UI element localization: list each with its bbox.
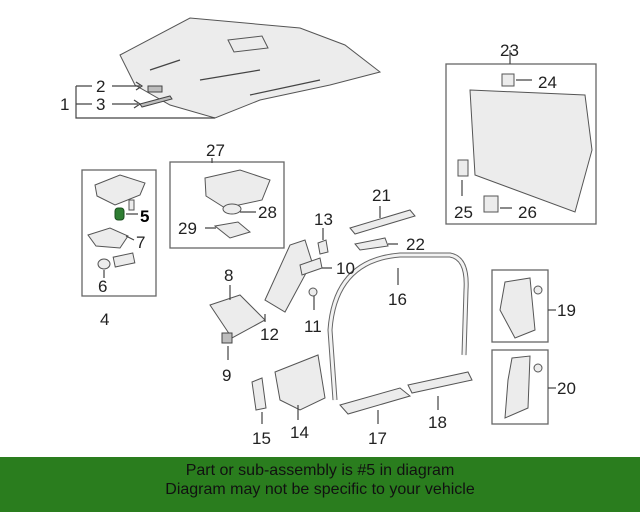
roof-rail-parts: [349, 209, 416, 251]
callout-25[interactable]: 25: [454, 203, 473, 222]
map-lamp-parts: [204, 169, 271, 239]
callout-19[interactable]: 19: [557, 301, 576, 320]
callout-15[interactable]: 15: [252, 429, 271, 448]
scuff-plate-parts: [339, 371, 473, 415]
callout-20[interactable]: 20: [557, 379, 576, 398]
callout-8[interactable]: 8: [224, 266, 233, 285]
callout-11[interactable]: 11: [304, 317, 322, 336]
banner-line-2: Diagram may not be specific to your vehi…: [165, 481, 475, 498]
callout-3[interactable]: 3: [96, 95, 105, 114]
group-box-4: [81, 169, 157, 297]
group-box-23: [445, 63, 597, 225]
callout-7[interactable]: 7: [136, 233, 145, 252]
callout-1[interactable]: 1: [60, 95, 69, 114]
callout-13[interactable]: 13: [314, 210, 333, 229]
group-box-19: [491, 269, 549, 343]
callout-17[interactable]: 17: [368, 429, 387, 448]
pillar-trim-parts: [264, 239, 329, 313]
callout-10[interactable]: 10: [336, 259, 355, 278]
callout-6[interactable]: 6: [98, 277, 107, 296]
callout-22[interactable]: 22: [406, 235, 425, 254]
callout-9[interactable]: 9: [222, 366, 231, 385]
banner-line-1: Part or sub-assembly is #5 in diagram: [185, 462, 455, 479]
group-box-27: [169, 161, 285, 249]
dome-lamp-parts: [87, 174, 146, 270]
headliner-part: [119, 17, 382, 119]
cowl-trim-parts: [251, 354, 326, 411]
callout-5[interactable]: 5: [140, 207, 149, 226]
callout-21[interactable]: 21: [372, 186, 391, 205]
quarter-trim-part-19: [499, 277, 543, 339]
callout-28[interactable]: 28: [258, 203, 277, 222]
callout-2[interactable]: 2: [96, 77, 105, 96]
callout-12[interactable]: 12: [260, 325, 279, 344]
info-banner: Part or sub-assembly is #5 in diagram Di…: [0, 457, 640, 512]
callout-29[interactable]: 29: [178, 219, 197, 238]
callout-27[interactable]: 27: [206, 141, 225, 160]
quarter-trim-part-20: [504, 355, 543, 419]
back-panel-parts: [457, 73, 593, 213]
sun-visor-part: [209, 294, 266, 344]
callout-23[interactable]: 23: [500, 41, 519, 60]
callout-labels: 1 2 3 4 5 6 7 8 9 10 11 12 13 14 15 16 1…: [60, 41, 576, 448]
bulb-part-5[interactable]: [114, 207, 125, 221]
callout-24[interactable]: 24: [538, 73, 557, 92]
group-box-20: [491, 349, 549, 425]
callout-14[interactable]: 14: [290, 423, 309, 442]
callout-18[interactable]: 18: [428, 413, 447, 432]
callout-16[interactable]: 16: [388, 290, 407, 309]
callout-4[interactable]: 4: [100, 310, 109, 329]
callout-26[interactable]: 26: [518, 203, 537, 222]
